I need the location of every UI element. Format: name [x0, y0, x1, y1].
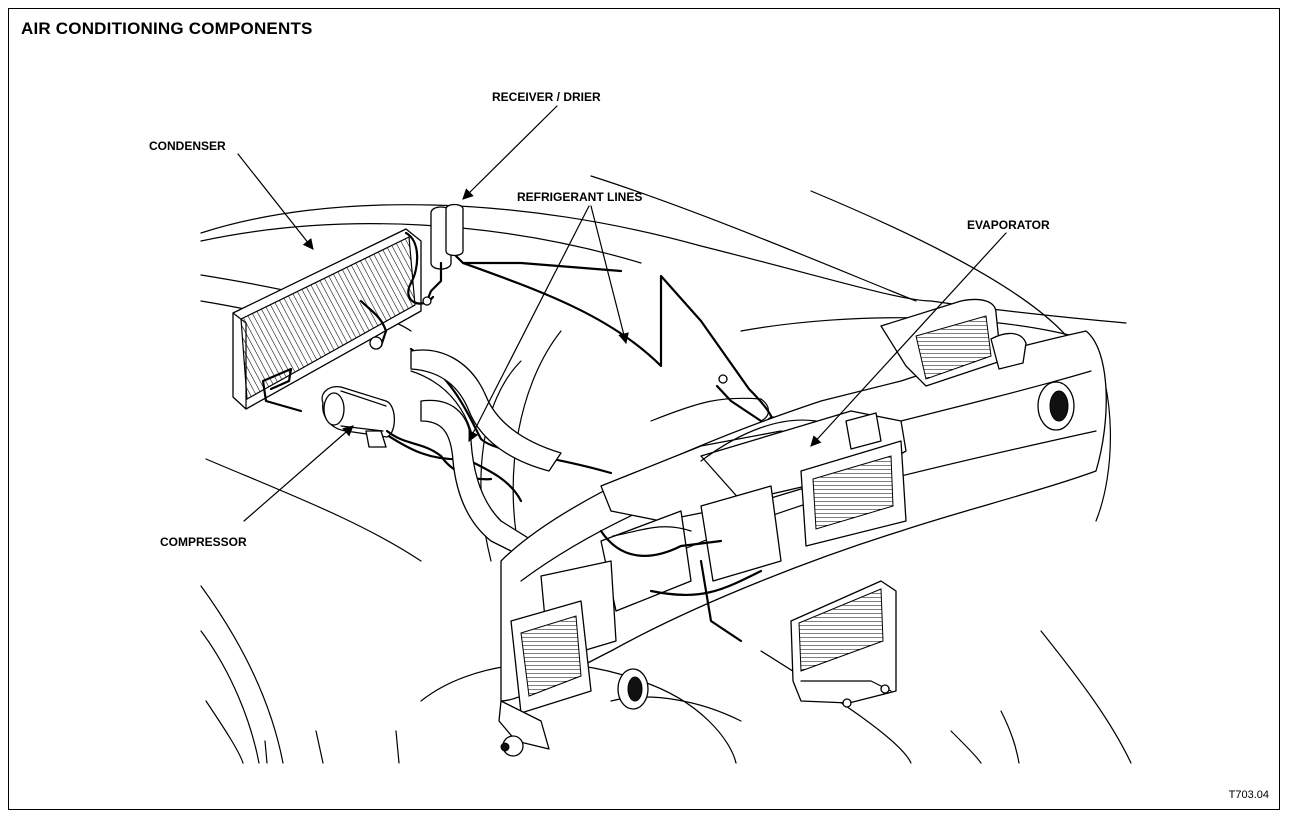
refrigerant-lines-leader-arrow-right	[590, 205, 629, 345]
hvac-module-assembly	[498, 298, 1107, 757]
receiver-drier-leader-arrow	[462, 105, 558, 200]
label-receiver-drier: RECEIVER / DRIER	[492, 90, 601, 104]
evaporator-leader-arrow	[810, 232, 1007, 447]
label-compressor: COMPRESSOR	[160, 535, 247, 549]
leader-arrows	[237, 105, 1007, 522]
condenser-leader-arrow	[237, 153, 314, 250]
diagram-title: AIR CONDITIONING COMPONENTS	[21, 19, 313, 38]
condenser-unit	[232, 228, 435, 413]
ac-components-drawing	[200, 105, 1132, 764]
diagram-frame: AIR CONDITIONING COMPONENTS RECEIVER / D…	[8, 8, 1280, 810]
label-evaporator: EVAPORATOR	[967, 218, 1050, 232]
figure-reference-code: T703.04	[1228, 789, 1269, 801]
compressor-leader-arrow	[243, 425, 354, 522]
refrigerant-lines-leader-arrow-left	[468, 205, 590, 442]
label-refrigerant-lines: REFRIGERANT LINES	[517, 190, 643, 204]
receiver-drier-unit	[422, 203, 623, 306]
label-condenser: CONDENSER	[149, 139, 226, 153]
compressor-unit	[321, 386, 493, 481]
blower-control-unit	[790, 580, 897, 708]
